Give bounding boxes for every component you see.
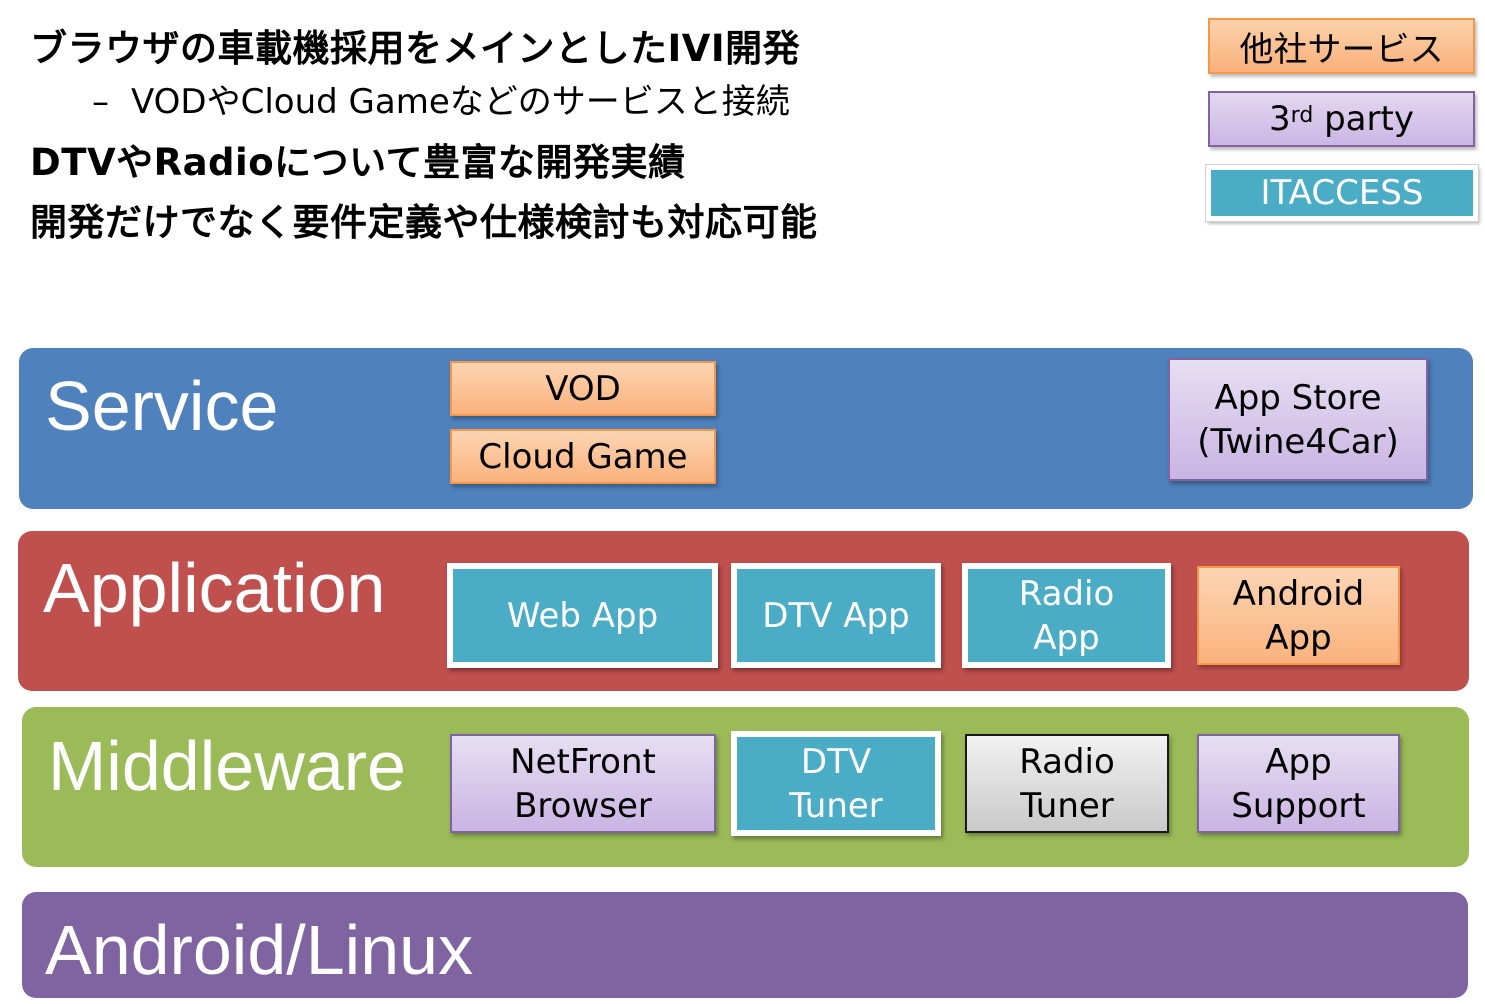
os-layer [22,892,1468,998]
android-app-box: Android App [1197,566,1400,665]
legend-itaccess: ITACCESS [1205,164,1479,222]
legend-other-service: 他社サービス [1208,18,1475,74]
application-layer-label: Application [43,549,386,627]
app-store-box: App Store (Twine4Car) [1168,358,1428,481]
legend-third-party-sup: rd [1290,102,1314,128]
bullet-requirements-support: 開発だけでなく要件定義や仕様検討も対応可能 [30,201,818,244]
middleware-layer-label: Middleware [48,727,406,805]
bullet-dtv-radio-record: DTVやRadioについて豊富な開発実績 [30,141,686,184]
dtv-tuner-box: DTV Tuner [731,731,941,836]
radio-app-box: Radio App [962,563,1171,668]
app-support-box: App Support [1197,734,1400,833]
web-app-box: Web App [447,563,718,668]
vod-box: VOD [450,361,716,416]
os-layer-label: Android/Linux [45,911,474,989]
legend-third-party-num: 3 [1269,99,1291,139]
legend-third-party-rest: party [1313,99,1414,139]
dash-marker: – [92,82,109,122]
service-layer-label: Service [45,367,279,445]
bullet-ivi-development: ブラウザの車載機採用をメインとしたIVI開発 [30,27,801,70]
radio-tuner-box: Radio Tuner [965,734,1169,833]
sub-bullet-service-connection: –VODやCloud Gameなどのサービスと接続 [92,74,790,123]
sub-bullet-text: VODやCloud Gameなどのサービスと接続 [131,82,790,122]
netfront-browser-box: NetFront Browser [450,734,716,833]
cloud-game-box: Cloud Game [450,429,716,484]
dtv-app-box: DTV App [731,563,941,668]
